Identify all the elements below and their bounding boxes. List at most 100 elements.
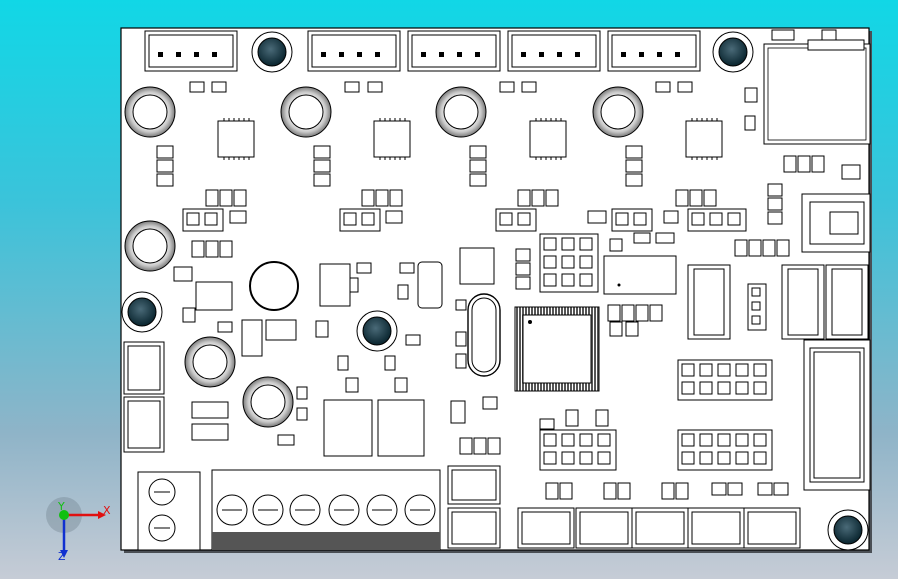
smd-part: [455, 353, 467, 369]
side-jst-connector: [123, 396, 165, 453]
smd-part: [394, 377, 408, 393]
smd-part: [517, 189, 531, 207]
smd-part: [229, 210, 247, 224]
smd-part: [609, 321, 623, 337]
smd-part: [655, 81, 671, 93]
smd-part: [405, 334, 421, 346]
smd-part: [515, 262, 531, 276]
smd-part: [748, 239, 762, 257]
diode: [241, 319, 263, 357]
smd-part: [744, 115, 756, 131]
bottom-jst-connector: [687, 507, 745, 549]
smd-part: [315, 320, 329, 338]
mounting-hole-drill: [127, 297, 157, 327]
smd-part: [515, 276, 531, 290]
side-jst-connector: [687, 264, 731, 340]
smd-part: [473, 437, 487, 455]
smd-part: [711, 482, 727, 496]
smd-part: [191, 240, 205, 258]
smd-part: [356, 262, 372, 274]
smd-part: [776, 239, 790, 257]
screw-terminals: [137, 469, 441, 551]
smd-part: [217, 321, 233, 333]
smd-part: [565, 409, 579, 427]
smd-part: [617, 482, 631, 500]
smd-part: [313, 145, 331, 159]
jst-connector: [407, 30, 501, 72]
smd-part: [783, 155, 797, 173]
bottom-jst-connector: [575, 507, 633, 549]
pin-header: [539, 429, 617, 471]
axis-origin: [59, 510, 69, 520]
inductors: [124, 86, 644, 428]
idc-header: [803, 339, 871, 491]
bottom-jst-connector: [447, 465, 501, 505]
side-jst-connector: [825, 264, 869, 340]
smd-part: [482, 396, 498, 410]
capacitor: [191, 401, 229, 419]
smd-part: [675, 482, 689, 500]
mounting-hole-drill: [362, 316, 392, 346]
smd-part: [559, 482, 573, 500]
smd-part: [233, 189, 247, 207]
smd-part: [337, 355, 349, 371]
smd-part: [607, 304, 621, 322]
smd-part: [625, 321, 639, 337]
smd-part: [211, 81, 227, 93]
smd-part: [361, 189, 375, 207]
smd-part: [677, 81, 693, 93]
smd-part: [385, 210, 403, 224]
fuse: [265, 319, 297, 341]
smd-part: [595, 409, 609, 427]
bottom-jst-connector: [517, 507, 575, 549]
smd-part: [762, 239, 776, 257]
smd-part: [603, 482, 617, 500]
smd-part: [173, 266, 193, 282]
smd-part: [156, 145, 174, 159]
smd-part: [219, 240, 233, 258]
crystal: [467, 293, 501, 377]
push-button: [417, 261, 443, 309]
smd-part: [296, 386, 308, 400]
smd-part: [375, 189, 389, 207]
soic-ic: [603, 255, 677, 295]
smd-part: [767, 183, 783, 197]
capacitor: [191, 423, 229, 441]
smd-part: [313, 159, 331, 173]
smd-part: [633, 232, 651, 244]
smd-part: [744, 87, 758, 103]
smd-part: [389, 189, 403, 207]
smd-part: [545, 482, 559, 500]
mosfet: [377, 399, 425, 457]
smd-part: [345, 377, 359, 393]
smd-part: [625, 145, 643, 159]
smd-part: [367, 81, 383, 93]
eeprom-chip: [459, 247, 495, 285]
jst-connector: [307, 30, 401, 72]
smd-part: [384, 355, 396, 371]
smd-part: [727, 482, 743, 496]
smd-part: [455, 331, 467, 347]
smd-part: [397, 284, 409, 300]
smd-part: [450, 400, 466, 424]
voltage-regulator: [319, 263, 351, 307]
mounting-hole-drill: [257, 37, 287, 67]
smd-part: [621, 304, 635, 322]
smd-part: [182, 307, 196, 323]
mounting-holes: [121, 31, 869, 551]
smd-part: [399, 262, 415, 274]
axis-triad: X Y Z: [46, 497, 111, 563]
mosfet: [323, 399, 373, 457]
smd-part: [655, 232, 675, 244]
axis-y-label: Y: [57, 500, 65, 513]
smd-part: [205, 189, 219, 207]
smd-part: [515, 248, 531, 262]
jst-connector: [607, 30, 701, 72]
smd-part: [663, 210, 679, 224]
smd-part: [635, 304, 649, 322]
driver-ics: [217, 118, 723, 160]
mounting-hole-drill: [718, 37, 748, 67]
smd-part: [521, 81, 537, 93]
smd-part: [205, 240, 219, 258]
